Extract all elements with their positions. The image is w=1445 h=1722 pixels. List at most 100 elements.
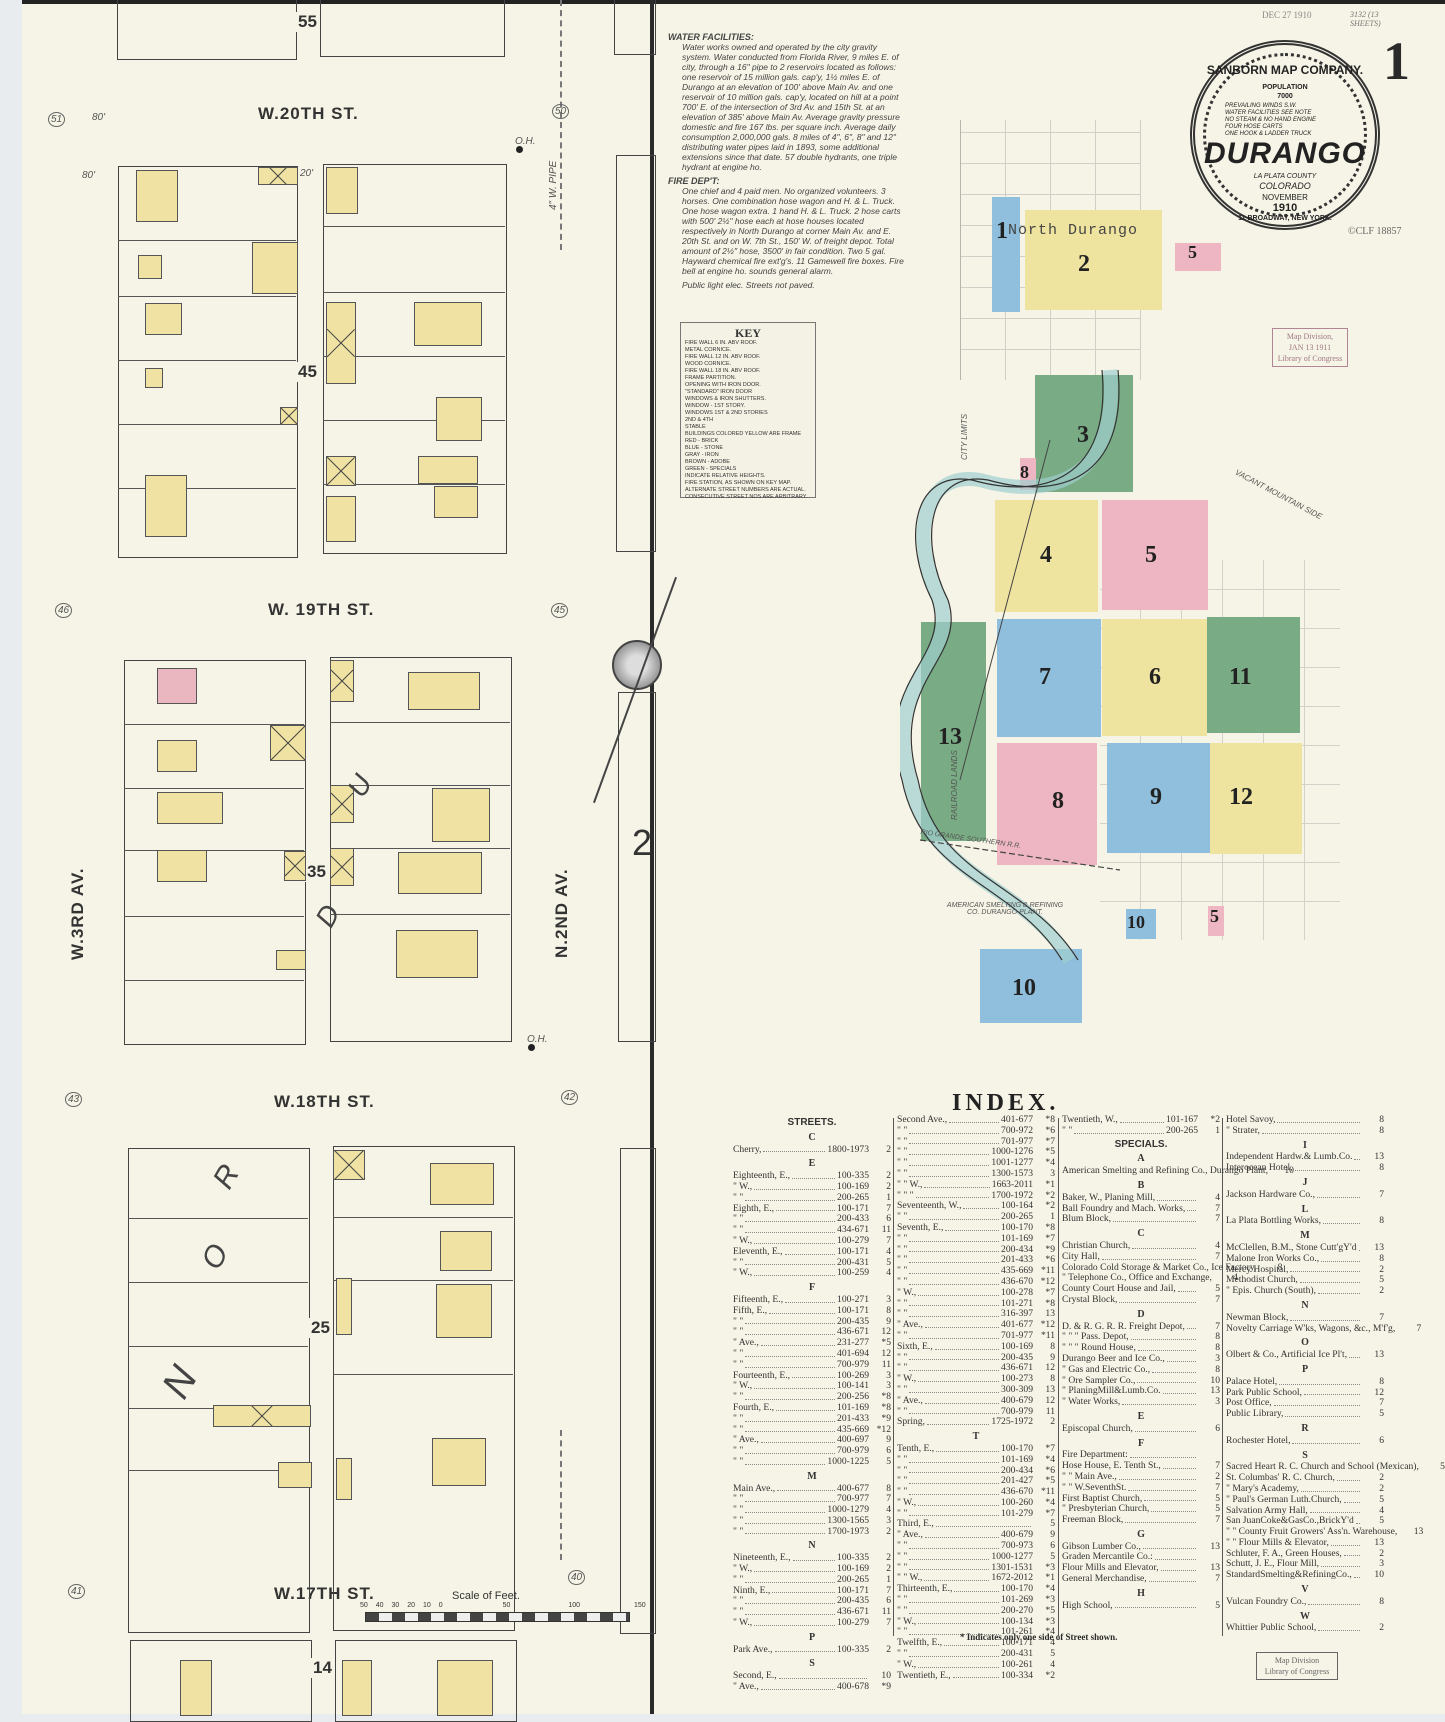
index-entry: Mercy Hospital,2 (1226, 1264, 1384, 1276)
entry-name: " " (897, 1243, 908, 1255)
state-name: COLORADO (1259, 181, 1311, 191)
sheet-number-4: 4 (1040, 542, 1052, 568)
entry-sheet: 8 (1379, 1162, 1384, 1174)
entry-range: 100-170 (1001, 1442, 1033, 1454)
entry-name: " " (897, 1157, 908, 1169)
entry-name: Second, E., (733, 1670, 777, 1682)
entry-sheet: *3 (1045, 1615, 1055, 1627)
index-entry: " Ave.,400-678*9 (733, 1681, 891, 1693)
index-entry: " " Main Ave.,2 (1062, 1470, 1220, 1483)
entry-range: 100-271 (837, 1293, 869, 1305)
entry-name: " " W., (897, 1572, 923, 1584)
sheet-number-10: 10 (1012, 975, 1036, 1001)
entry-sheet: 2 (1215, 1470, 1220, 1482)
entry-name: Gibson Lumber Co., (1062, 1540, 1141, 1552)
sheet-count-note: 3132 (13 SHEETS) (1350, 10, 1381, 28)
entry-sheet: 6 (1215, 1422, 1220, 1434)
leader-dots (1148, 1574, 1196, 1582)
entry-name: Schutt, J. E., Flour Mill, (1226, 1558, 1320, 1570)
key-line: BROWN - ADOBE (685, 459, 730, 465)
key-line: FIRE WALL 12 IN. ABV ROOF. (685, 354, 761, 360)
index-entry: " " W.SeventhSt.7 (1062, 1482, 1220, 1494)
circled-number: 46 (55, 603, 73, 618)
county-name: LA PLATA COUNTY (1253, 173, 1317, 180)
entry-name: San JuanCoke&GasCo.,BrickY'd (1226, 1515, 1354, 1527)
leader-dots (1129, 1450, 1196, 1459)
key-line: FIRE STATION, AS SHOWN ON KEY MAP. (685, 480, 792, 486)
leader-dots (909, 1169, 990, 1177)
leader-dots (745, 1214, 836, 1223)
entry-name: " W., (733, 1180, 753, 1192)
leader-dots (745, 1193, 836, 1201)
index-entry: " W.,100-260*4 (897, 1497, 1055, 1509)
sheet-number-8-north: 8 (1020, 462, 1029, 482)
leader-dots (745, 1516, 826, 1524)
leader-dots (774, 1645, 836, 1653)
panel-divider (650, 0, 654, 1714)
entry-range: 1700-1973 (827, 1525, 869, 1537)
sheet-number-6: 6 (1149, 664, 1161, 690)
entry-name: La Plata Bottling Works, (1226, 1215, 1321, 1227)
entry-name: " " " (897, 1189, 914, 1201)
entry-name: " Strater, (1226, 1124, 1260, 1136)
index-entry: Interocean Hotel,8 (1226, 1162, 1384, 1174)
entry-sheet: *11 (1040, 1265, 1055, 1277)
street-width: 80' (92, 112, 106, 123)
index-entry: County Court House and Jail,5 (1062, 1283, 1220, 1295)
entry-range: 200-434 (1001, 1464, 1033, 1476)
water-heading: WATER FACILITIES: (668, 32, 754, 42)
entry-name: " " (897, 1475, 908, 1487)
outbuilding (336, 1458, 352, 1500)
entry-sheet: 8 (1050, 1373, 1055, 1385)
entry-range: 100-335 (837, 1552, 869, 1564)
entry-sheet: *8 (1045, 1221, 1055, 1233)
entry-sheet: 7 (1215, 1250, 1220, 1262)
leader-dots (1125, 1515, 1196, 1523)
entry-sheet: 8 (1277, 1261, 1283, 1273)
entry-range: 200-431 (1001, 1648, 1033, 1660)
population: POPULATION 7000 (1195, 83, 1375, 101)
entry-range: 400-697 (837, 1434, 869, 1446)
entry-name: " Ave., (897, 1529, 923, 1541)
entry-name: Third, E., (897, 1518, 934, 1530)
outbuilding (276, 950, 306, 970)
entry-sheet: 6 (886, 1213, 891, 1225)
scale-tick: 40 (375, 1602, 384, 1609)
water-pipe (560, 0, 562, 250)
entry-name: " " (733, 1224, 744, 1236)
entry-sheet: 3 (1050, 1167, 1055, 1179)
dwelling (342, 1660, 372, 1716)
entry-range: 435-669 (837, 1423, 869, 1435)
index-entry: Freeman Block,7 (1062, 1514, 1220, 1526)
dwelling (145, 475, 187, 537)
index-entry: " " W.,1663-2011*1 (897, 1179, 1055, 1191)
circled-number: 40 (568, 1570, 586, 1585)
key-line: FIRE WALL 18 IN. ABV ROOF. (685, 368, 761, 374)
entry-sheet: *7 (1045, 1135, 1055, 1147)
block-45-east (323, 164, 507, 554)
index-entry: Seventeenth, W.,100-164*2 (897, 1201, 1055, 1212)
entry-name: " " (733, 1606, 744, 1618)
entry-name: " " (733, 1213, 744, 1225)
entry-sheet: 7 (886, 1617, 891, 1629)
sheet-area-9 (1107, 743, 1210, 853)
key-line: WINDOW - 1ST STORY. (685, 403, 746, 409)
entry-sheet: 5 (886, 1455, 891, 1467)
leader-dots (909, 1649, 1000, 1657)
leader-dots (1353, 1570, 1360, 1579)
key-line: METAL CORNICE. (685, 347, 732, 353)
leader-dots (1285, 1409, 1360, 1417)
key-line: WINDOWS 1ST & 2ND STORIES (685, 410, 768, 416)
leader-dots (918, 1288, 1000, 1296)
index-entry: Flour Mills and Elevator,13 (1062, 1562, 1220, 1574)
block-25-west (128, 1148, 310, 1633)
entry-name: " " (897, 1486, 908, 1498)
entry-sheet: 2 (1379, 1472, 1384, 1484)
entry-range: 1000-1279 (827, 1504, 869, 1516)
leader-dots (754, 1564, 836, 1572)
